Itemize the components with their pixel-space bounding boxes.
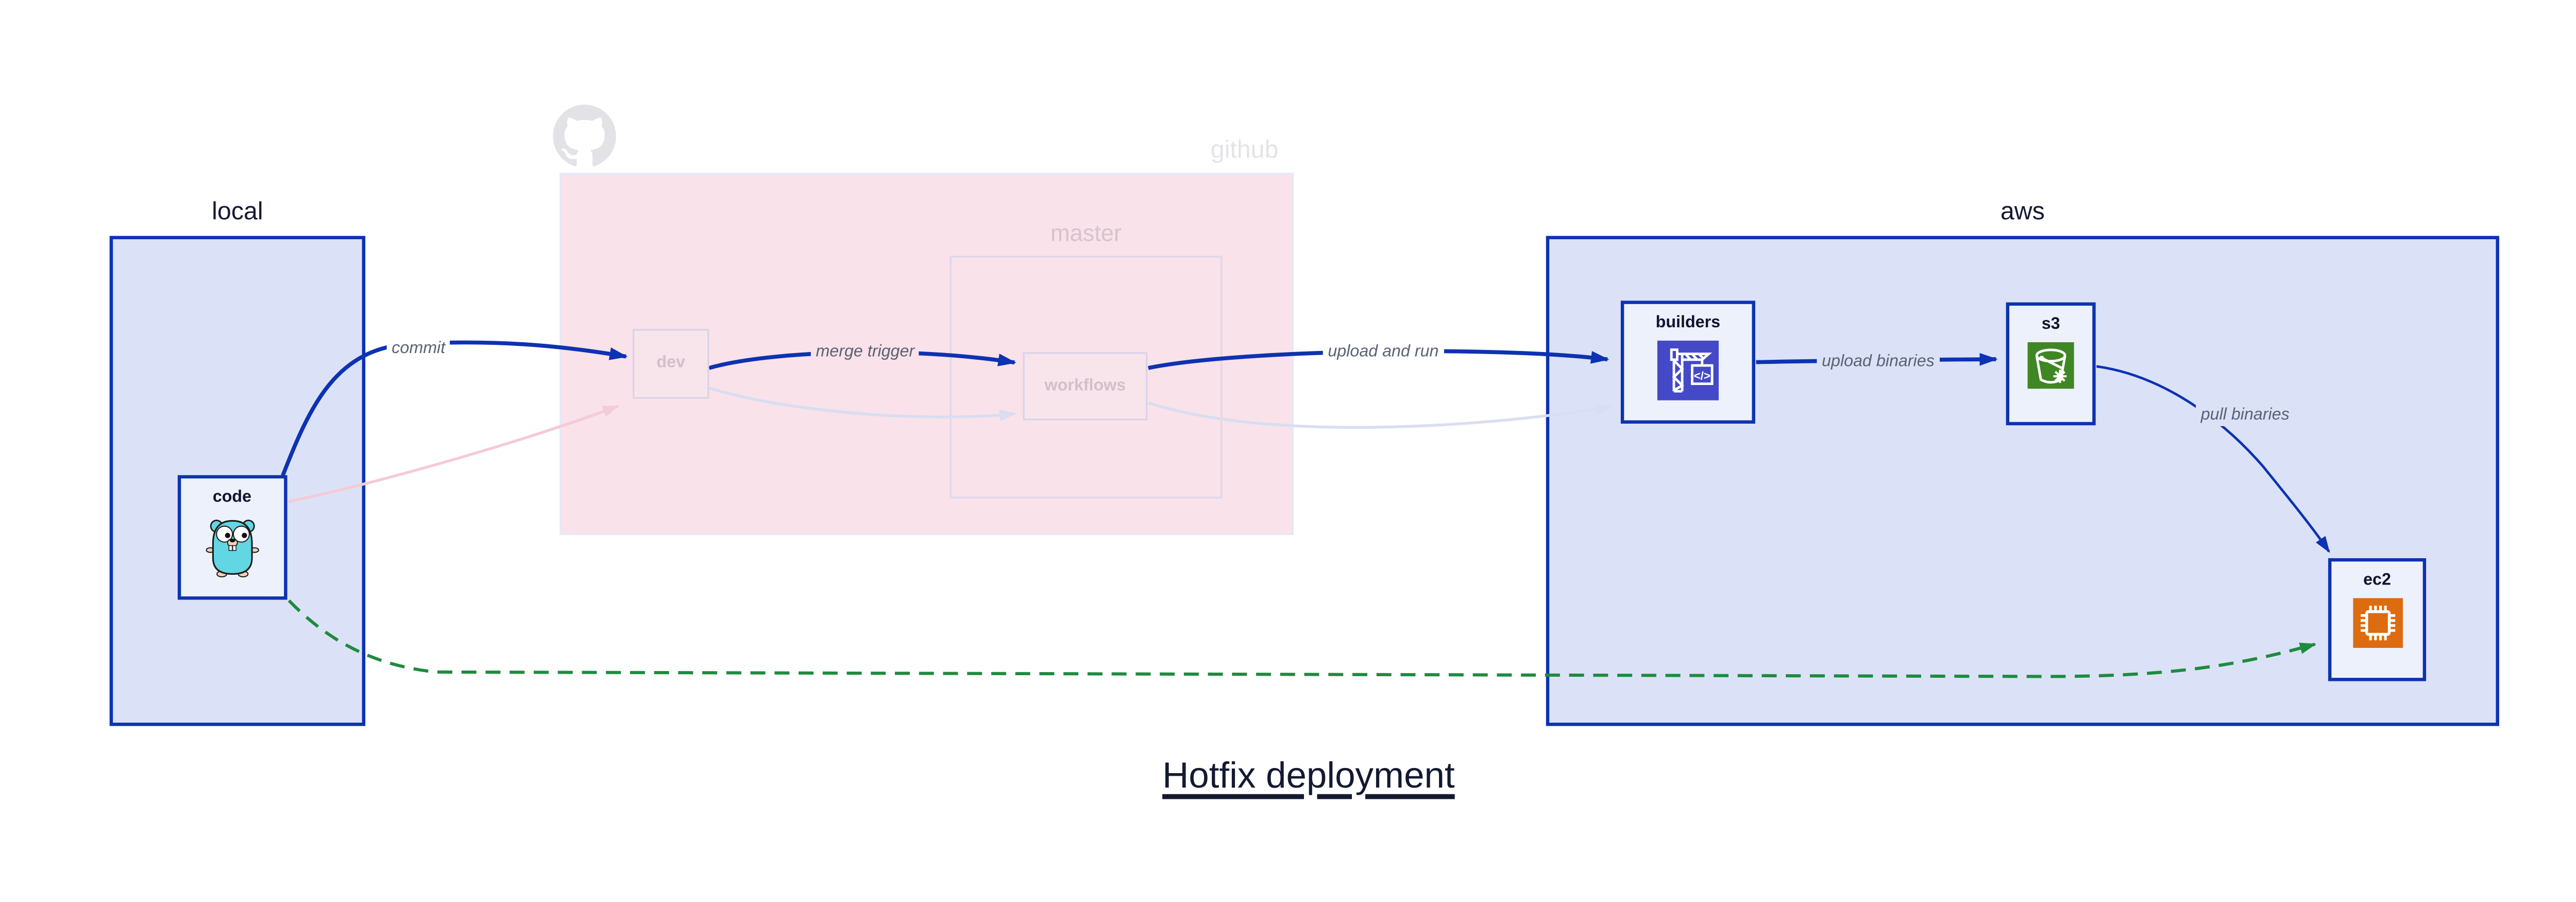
edge-label-upload-binaries: upload binaries <box>1817 350 1940 372</box>
node-workflows-label: workflows <box>1044 376 1126 395</box>
edge-label-merge-trigger: merge trigger <box>810 341 920 363</box>
node-ec2: ec2 <box>2328 558 2427 681</box>
node-code-label: code <box>212 488 252 507</box>
edge-label-commit: commit <box>386 338 450 360</box>
edge-label-upload-and-run: upload and run <box>1323 340 1444 362</box>
svg-text:</>: </> <box>1693 370 1710 382</box>
node-workflows: workflows <box>1023 352 1148 421</box>
go-gopher-icon <box>205 515 259 580</box>
edge-label-pull-binaries: pull binaries <box>2196 404 2295 426</box>
container-master <box>950 256 1223 498</box>
aws-codebuild-icon: </> <box>1657 340 1719 400</box>
diagram-title: Hotfix deployment <box>1162 754 1455 796</box>
aws-s3-bucket-icon <box>2027 342 2074 389</box>
node-ec2-label: ec2 <box>2363 571 2391 590</box>
master-container-title: master <box>1050 219 1122 246</box>
github-container-title: github <box>1210 136 1279 165</box>
node-s3-label: s3 <box>2041 315 2060 334</box>
aws-ec2-chip-icon <box>2352 598 2402 648</box>
node-dev: dev <box>633 329 709 399</box>
node-code: code <box>177 475 287 600</box>
octocat-icon <box>553 105 616 168</box>
local-container-title: local <box>212 197 263 226</box>
aws-container-title: aws <box>2000 197 2045 226</box>
node-builders-label: builders <box>1655 314 1721 332</box>
node-dev-label: dev <box>656 354 685 372</box>
node-s3: s3 <box>2006 302 2096 426</box>
node-builders: builders </> <box>1620 300 1755 424</box>
